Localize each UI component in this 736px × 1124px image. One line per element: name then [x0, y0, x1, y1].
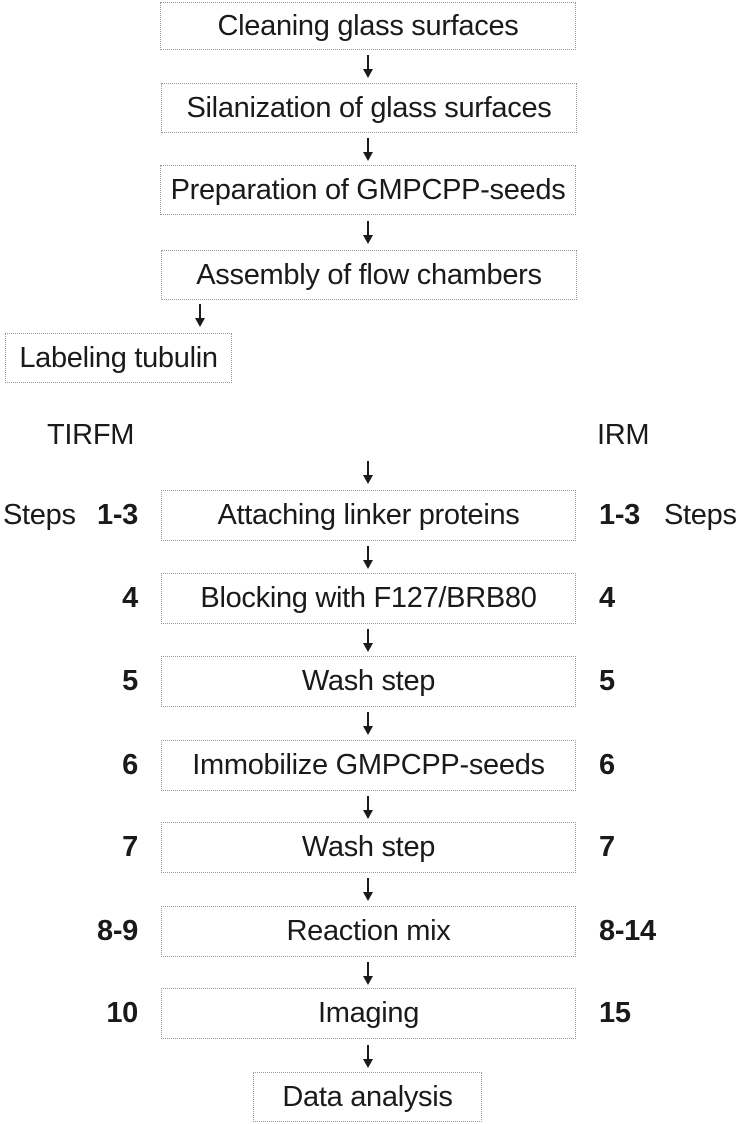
- flow-box-reaction-mix: Reaction mix: [161, 906, 576, 957]
- down-arrow-icon: [362, 712, 373, 735]
- down-arrow-icon: [362, 1045, 373, 1068]
- irm-step-number: 6: [599, 749, 615, 781]
- flow-box-label: Attaching linker proteins: [217, 499, 520, 531]
- down-arrow-icon: [362, 138, 373, 161]
- flow-box-label: Cleaning glass surfaces: [217, 9, 519, 42]
- flow-box-label: Wash step: [301, 831, 436, 863]
- down-arrow-icon: [194, 304, 205, 327]
- flow-box-wash-1: Wash step: [161, 656, 576, 707]
- down-arrow-icon: [362, 546, 373, 569]
- flow-box-label: Labeling tubulin: [19, 341, 218, 374]
- flow-box-silanization: Silanization of glass surfaces: [161, 83, 577, 133]
- irm-step-number: 4: [599, 582, 615, 614]
- tirfm-step-number: 7: [122, 831, 138, 863]
- irm-step-number: 7: [599, 831, 615, 863]
- tirfm-step-number: 6: [122, 749, 138, 781]
- flow-box-label: Imaging: [317, 997, 420, 1029]
- flow-box-immobilize-seeds: Immobilize GMPCPP-seeds: [161, 740, 576, 791]
- down-arrow-icon: [362, 55, 373, 78]
- flow-box-label: Blocking with F127/BRB80: [200, 582, 537, 614]
- down-arrow-icon: [362, 878, 373, 901]
- irm-step-number: 8-14: [599, 915, 656, 947]
- flow-box-label: Wash step: [301, 665, 436, 697]
- flow-box-label: Reaction mix: [286, 915, 451, 947]
- flow-box-data-analysis: Data analysis: [253, 1072, 482, 1122]
- steps-word-left: Steps: [3, 499, 76, 531]
- tirfm-step-number: 5: [122, 665, 138, 697]
- irm-step-number: 15: [599, 997, 631, 1029]
- irm-column-header: IRM: [597, 419, 650, 451]
- flow-box-cleaning: Cleaning glass surfaces: [160, 2, 576, 50]
- tirfm-step-number: 10: [106, 997, 138, 1029]
- flow-box-label: Data analysis: [282, 1080, 453, 1113]
- down-arrow-icon: [362, 461, 373, 484]
- flow-box-label: Silanization of glass surfaces: [186, 91, 552, 124]
- steps-word-right: Steps: [664, 499, 736, 531]
- flow-box-imaging: Imaging: [161, 988, 576, 1039]
- down-arrow-icon: [362, 796, 373, 819]
- tirfm-step-number: 4: [122, 582, 138, 614]
- flow-box-assembly: Assembly of flow chambers: [161, 250, 577, 300]
- irm-step-number: 1-3: [599, 499, 641, 531]
- tirfm-step-number: 1-3: [96, 499, 138, 531]
- flow-box-labeling-tubulin: Labeling tubulin: [5, 333, 232, 383]
- flow-box-label: Assembly of flow chambers: [196, 258, 542, 291]
- down-arrow-icon: [362, 962, 373, 985]
- flow-box-preparation-seeds: Preparation of GMPCPP-seeds: [160, 165, 576, 215]
- flow-box-blocking: Blocking with F127/BRB80: [161, 573, 576, 624]
- flow-box-label: Preparation of GMPCPP-seeds: [170, 173, 566, 206]
- irm-step-number: 5: [599, 665, 615, 697]
- flow-box-label: Immobilize GMPCPP-seeds: [192, 749, 545, 781]
- down-arrow-icon: [362, 629, 373, 652]
- tirfm-column-header: TIRFM: [47, 419, 135, 451]
- down-arrow-icon: [362, 221, 373, 244]
- flow-box-attaching-linker: Attaching linker proteins: [161, 490, 576, 541]
- tirfm-step-number: 8-9: [96, 915, 138, 947]
- flow-box-wash-2: Wash step: [161, 822, 576, 873]
